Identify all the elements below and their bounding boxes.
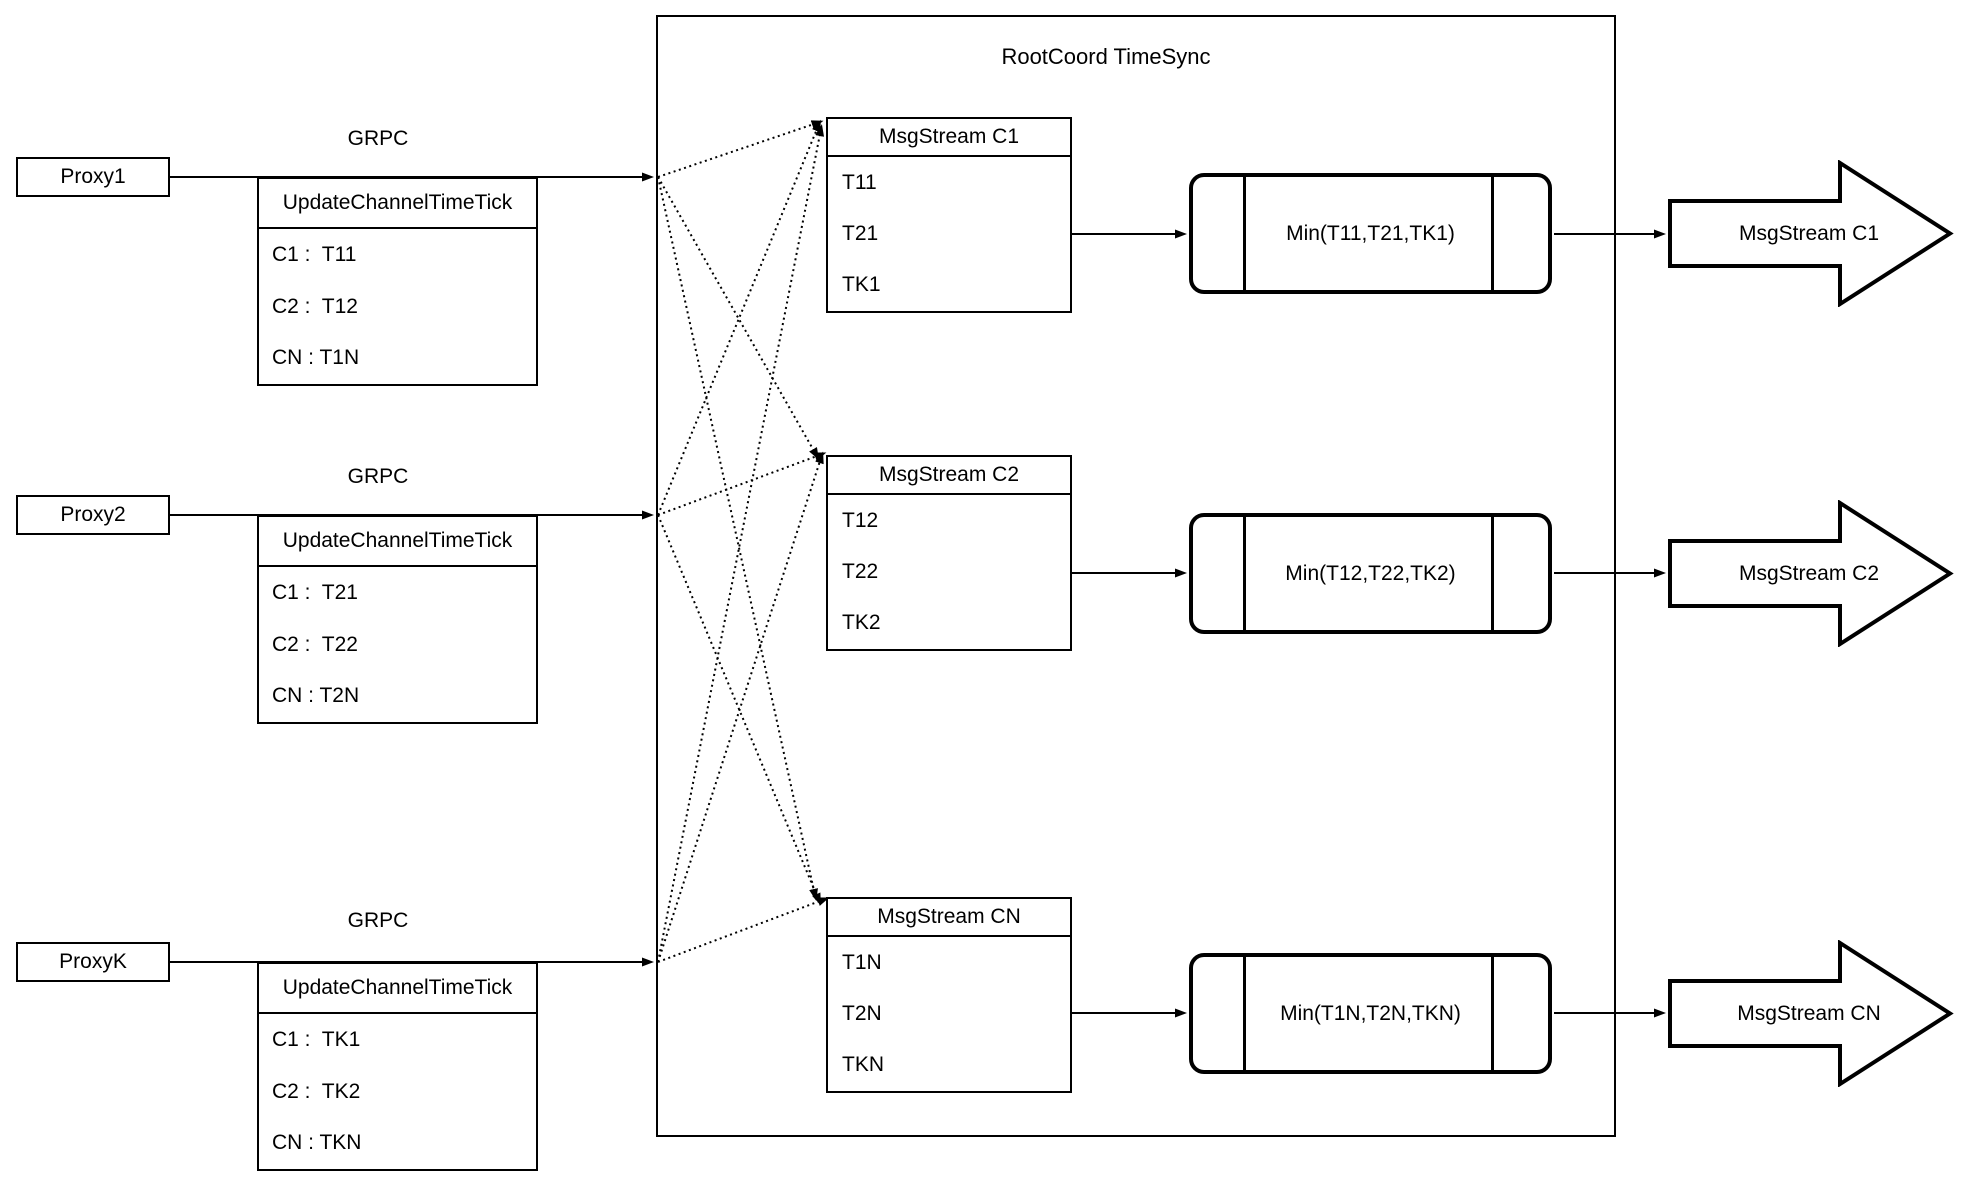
update-channel-table-2: UpdateChannelTimeTick C1 : T21 C2 : T22 …	[257, 515, 538, 724]
buffer-divider-left	[1243, 957, 1246, 1070]
update-channel-table-3: UpdateChannelTimeTick C1 : TK1 C2 : TK2 …	[257, 962, 538, 1171]
grpc-label-3: GRPC	[347, 909, 409, 932]
output-arrow-shape-3	[1668, 940, 1954, 1087]
update-table-header: UpdateChannelTimeTick	[259, 179, 536, 229]
table-cell: C1 : T11	[272, 242, 357, 266]
msgstream-table-header: MsgStream C2	[828, 457, 1070, 495]
update-channel-table-1: UpdateChannelTimeTick C1 : T11 C2 : T12 …	[257, 177, 538, 386]
table-cell: C2 : T22	[272, 632, 358, 656]
dotted-p1-cn	[657, 176, 818, 901]
table-cell: C1 : TK1	[272, 1027, 361, 1051]
msgstream-table-c2: MsgStream C2 T12 T22 TK2	[826, 455, 1072, 651]
output-arrow-label-3: MsgStream CN	[1737, 1002, 1881, 1025]
grpc-label-2: GRPC	[347, 465, 409, 488]
proxy1-box: Proxy1	[16, 157, 170, 197]
msgstream-table-header: MsgStream CN	[828, 899, 1070, 937]
msgstream-table-header: MsgStream C1	[828, 119, 1070, 157]
proxy2-label: Proxy2	[60, 503, 126, 526]
min-label-1: Min(T11,T21,TK1)	[1286, 221, 1455, 245]
msgstream-table-body: T11 T21 TK1	[828, 157, 1070, 311]
table-cell: T1N	[842, 950, 882, 974]
msgstream-table-body: T12 T22 TK2	[828, 495, 1070, 649]
update-table-body: C1 : T11 C2 : T12 CN : T1N	[259, 229, 536, 384]
update-table-header: UpdateChannelTimeTick	[259, 964, 536, 1014]
update-table-body: C1 : T21 C2 : T22 CN : T2N	[259, 567, 536, 722]
msgstream-table-cn: MsgStream CN T1N T2N TKN	[826, 897, 1072, 1093]
table-cell: T12	[842, 508, 879, 532]
table-cell: CN : T1N	[272, 346, 360, 370]
min-buffer-box-3: Min(T1N,T2N,TKN)	[1189, 953, 1552, 1074]
table-cell: CN : TKN	[272, 1131, 362, 1155]
table-cell: TK1	[842, 273, 881, 297]
output-arrow-label-1: MsgStream C1	[1738, 222, 1880, 245]
table-cell: T11	[842, 170, 877, 194]
proxyk-label: ProxyK	[59, 950, 127, 973]
msgstream-table-c1: MsgStream C1 T11 T21 TK1	[826, 117, 1072, 313]
output-arrow-label-2: MsgStream C2	[1738, 562, 1880, 585]
rootcoord-timesync-box	[656, 15, 1616, 1137]
min-label-3: Min(T1N,T2N,TKN)	[1280, 1001, 1461, 1025]
output-arrow-shape-2	[1668, 500, 1954, 647]
table-cell: C2 : T12	[272, 294, 358, 318]
output-arrow-shape-1	[1668, 160, 1954, 307]
table-cell: CN : T2N	[272, 684, 360, 708]
table-cell: TK2	[842, 611, 881, 635]
proxyk-box: ProxyK	[16, 942, 170, 982]
buffer-divider-left	[1243, 177, 1246, 290]
rootcoord-timesync-title: RootCoord TimeSync	[1001, 44, 1211, 69]
proxy1-label: Proxy1	[60, 165, 126, 188]
dotted-p2-c1	[657, 119, 821, 516]
table-cell: T22	[842, 559, 879, 583]
grpc-label-1: GRPC	[347, 127, 409, 150]
min-label-2: Min(T12,T22,TK2)	[1285, 561, 1456, 585]
table-cell: TKN	[842, 1053, 884, 1077]
msgstream-table-body: T1N T2N TKN	[828, 937, 1070, 1091]
buffer-divider-right	[1491, 177, 1494, 290]
buffer-divider-left	[1243, 517, 1246, 630]
buffer-divider-right	[1491, 517, 1494, 630]
table-cell: T2N	[842, 1001, 882, 1025]
min-buffer-box-2: Min(T12,T22,TK2)	[1189, 513, 1552, 634]
dotted-pk-cn	[657, 897, 830, 963]
update-table-body: C1 : TK1 C2 : TK2 CN : TKN	[259, 1014, 536, 1169]
dotted-p2-c2	[657, 452, 827, 516]
table-cell: C2 : TK2	[272, 1079, 361, 1103]
table-cell: T21	[842, 221, 879, 245]
table-cell: C1 : T21	[272, 580, 358, 604]
buffer-divider-right	[1491, 957, 1494, 1070]
min-buffer-box-1: Min(T11,T21,TK1)	[1189, 173, 1552, 294]
update-table-header: UpdateChannelTimeTick	[259, 517, 536, 567]
proxy2-box: Proxy2	[16, 495, 170, 535]
